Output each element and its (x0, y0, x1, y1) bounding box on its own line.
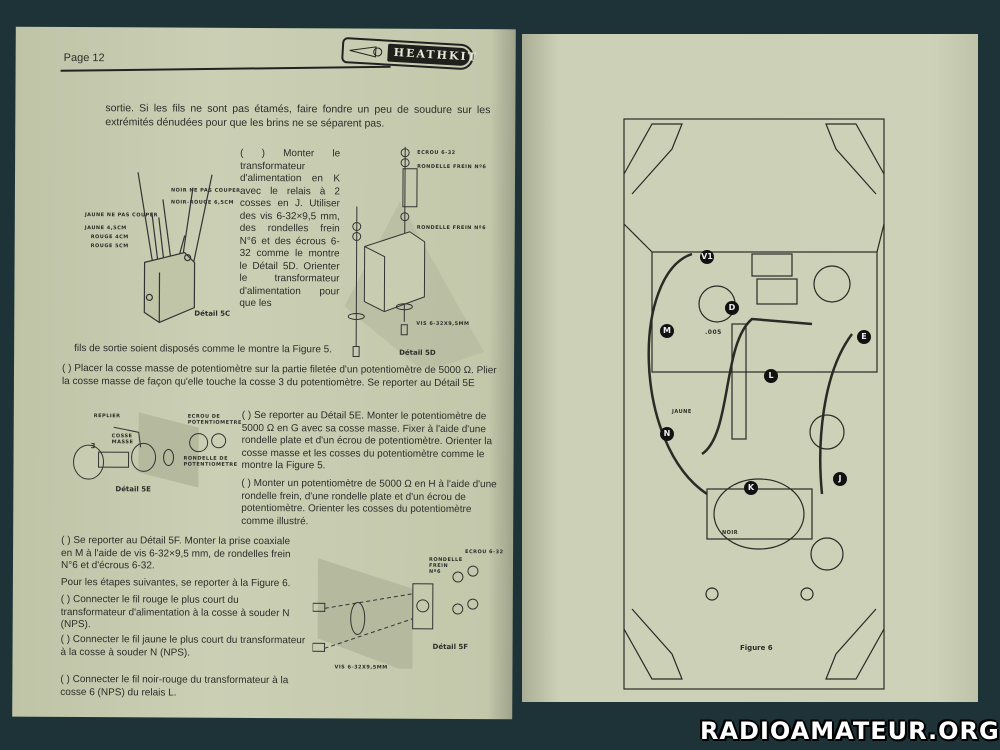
label-vis-6-32: VIS 6-32X9,5MM (416, 320, 470, 328)
label-jaune-ne-pas-couper: JAUNE NE PAS COUPER (84, 212, 158, 219)
watermark: RADIOAMATEUR.ORG (700, 717, 1000, 745)
marker-j: J (833, 472, 847, 486)
label-rouge-5cm: ROUGE 5CM (90, 243, 129, 250)
marker-n: N (660, 427, 674, 441)
wire-label-noir: NOIR (722, 530, 739, 536)
marker-k: K (744, 481, 758, 495)
step-mount-transformer: ( ) Monter le transformateur d'alimentat… (239, 147, 341, 310)
right-page: V1 D M E L N K J JAUNE NOIR .005 Figure … (522, 34, 978, 702)
detail-5c-caption: Détail 5C (194, 309, 231, 318)
detail-5f-drawing (312, 558, 479, 670)
label-lug-3: 3 (90, 442, 97, 451)
detail-5f-caption: Détail 5F (432, 642, 469, 652)
header-rule (60, 65, 391, 72)
figure-6-caption: Figure 6 (740, 644, 773, 652)
step-mount-coax: ( ) Se reporter au Détail 5F. Monter la … (60, 534, 291, 572)
label-rondelle-frein-5f: RONDELLE FREIN Nº6 (428, 556, 463, 575)
step-mount-pot-g: ( ) Se reporter au Détail 5E. Monter le … (241, 409, 493, 472)
step-yellow-wire: ( ) Connecter le fil jaune le plus court… (60, 633, 306, 659)
label-vis-5f: VIS 6-32X9,5MM (334, 664, 388, 671)
detail-5e-drawing (73, 412, 227, 488)
logo-emblem-icon (349, 46, 383, 58)
intro-paragraph: sortie. Si les fils ne sont pas étamés, … (105, 102, 491, 130)
detail-5d-drawing (344, 146, 485, 368)
label-noir-rouge: NOIR-ROUGE 6,5CM (170, 199, 235, 206)
label-ecrou-6-32: ECROU 6-32 (417, 149, 456, 157)
label-rondelle-frein-2: RONDELLE FREIN Nº6 (416, 224, 487, 232)
detail-5d-caption: Détail 5D (399, 348, 436, 357)
label-noir-ne-pas-couper: NOIR NE PAS COUPER (170, 187, 241, 194)
page-number: Page 12 (63, 51, 105, 65)
step-mount-transformer-continued: fils de sortie soient disposés comme le … (74, 343, 333, 356)
detail-5e-caption: Détail 5E (115, 485, 151, 494)
label-cosse-masse: COSSE MASSE (111, 433, 134, 446)
step-red-wire: ( ) Connecter le fil rouge le plus court… (60, 593, 290, 631)
left-page: Page 12 HEATHKIT sortie. Si les fils ne … (12, 26, 516, 720)
marker-v1: V1 (700, 250, 714, 264)
logo-wordmark: HEATHKIT (387, 43, 478, 67)
figure-6-chassis-drawing (623, 118, 885, 690)
label-ecrou-potentiometre: ECROU DE POTENTIOMETRE (187, 413, 242, 426)
label-rouge-4cm: ROUGE 4CM (90, 234, 129, 241)
label-rondelle-frein-1: RONDELLE FREIN Nº6 (417, 163, 487, 171)
marker-m: M (660, 324, 674, 338)
step-black-red-wire: ( ) Connecter le fil noir-rouge du trans… (60, 673, 289, 699)
step-place-ground-lug: ( ) Placer la cosse masse de potentiomèt… (61, 362, 497, 389)
wire-label-jaune: JAUNE (672, 409, 692, 415)
heathkit-logo: HEATHKIT (341, 36, 478, 71)
label-rondelle-potentiometre: RONDELLE DE POTENTIOMETRE (183, 455, 238, 468)
figure6-note: Pour les étapes suivantes, se reporter à… (60, 576, 291, 590)
label-replier: REPLIER (93, 413, 121, 420)
marker-e: E (857, 330, 871, 344)
label-jaune-4-5cm: JAUNE 4,5CM (84, 225, 127, 232)
detail-5c-drawing (137, 172, 213, 324)
step-mount-pot-h: ( ) Monter un potentiomètre de 5000 Ω en… (241, 477, 497, 527)
marker-d: D (725, 301, 739, 315)
label-ecrou-6-32-5f: ECROU 6-32 (465, 549, 504, 556)
marker-l: L (764, 369, 778, 383)
capacitor-label: .005 (705, 329, 722, 336)
